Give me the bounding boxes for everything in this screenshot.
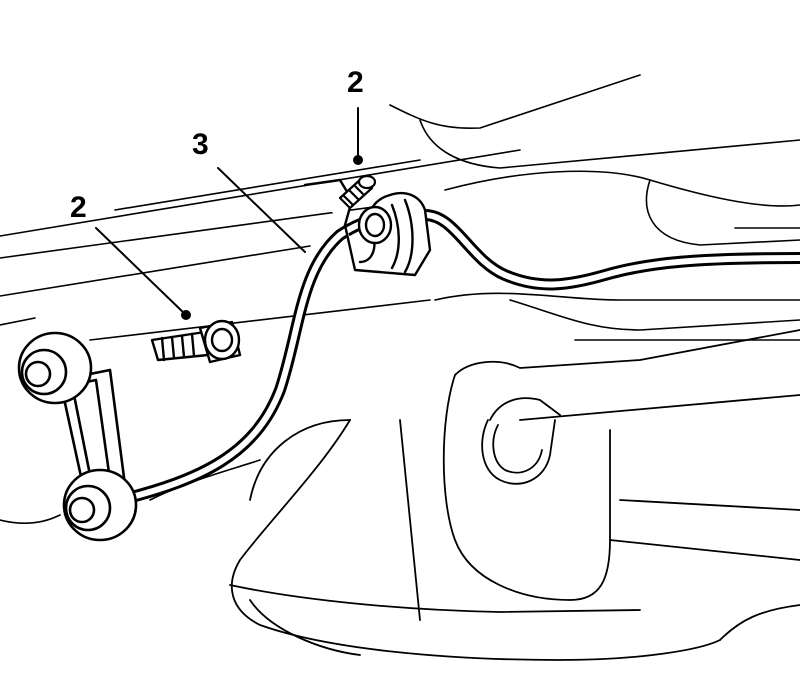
callout-bracket-bolt: 2: [347, 66, 364, 99]
suspension-housing: [229, 329, 800, 661]
callout-stabilizer-bar: 3: [192, 128, 209, 161]
leader-dot-link-bolt: [181, 310, 191, 320]
leader-line-stabilizer-bar: [217, 167, 306, 253]
link-bolt: [150, 319, 242, 364]
chassis-outline: [0, 74, 800, 525]
leader-dot-bracket-bolt: [353, 155, 363, 165]
callout-link-bolt: 2: [70, 191, 87, 224]
drop-link: [17, 331, 138, 542]
leader-lines: [95, 107, 363, 320]
leader-line-link-bolt: [95, 227, 187, 316]
bushing-bracket: [303, 178, 432, 277]
bracket-bolt: [338, 174, 377, 210]
